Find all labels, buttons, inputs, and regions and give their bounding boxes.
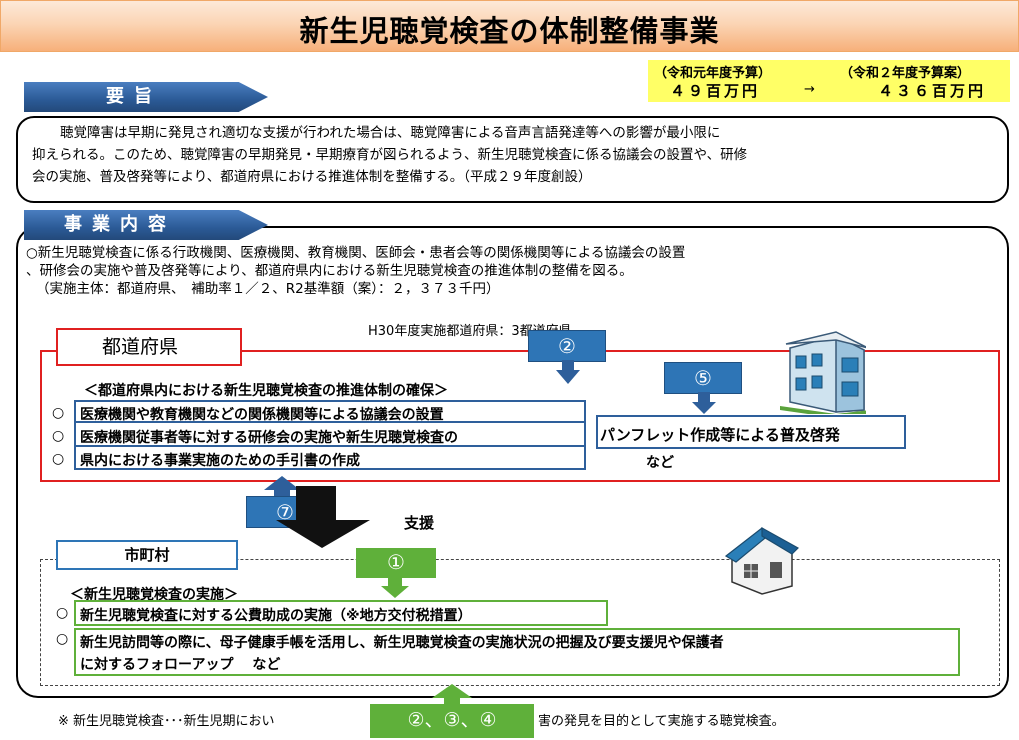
divider: [74, 421, 586, 423]
footnote-right: 害の発見を目的として実施する聴覚検査。: [538, 714, 785, 729]
budget-arrow: →: [804, 82, 815, 97]
summary-line-1: 聴覚障害は早期に発見され適切な支援が行われた場合は、聴覚障害による音声言語発達等…: [60, 125, 721, 141]
arrow-down-icon: [692, 392, 716, 414]
title-banner: [0, 0, 1019, 52]
support-arrow-icon: [276, 486, 370, 548]
arrow-down-icon: [381, 577, 409, 598]
prefecture-box: [40, 350, 1000, 482]
municipality-item-1: 新生児聴覚検査に対する公費助成の実施（※地方交付税措置）: [80, 608, 472, 624]
prefecture-bullet: ○: [52, 451, 65, 467]
budget-box: （令和元年度予算） （令和２年度予算案） ４９百万円 → ４３６百万円: [648, 60, 1010, 102]
content-line-3: （実施主体：都道府県、 補助率１／２、R2基準額（案）：２，３７３千円）: [36, 281, 500, 297]
arrow-up-icon: [264, 476, 300, 498]
summary-text: 聴覚障害は早期に発見され適切な支援が行われた場合は、聴覚障害による音声言語発達等…: [32, 122, 992, 188]
prefecture-subheading: ＜都道府県内における新生児聴覚検査の推進体制の確保＞: [84, 383, 448, 399]
budget-next-value: ４３６百万円: [878, 82, 987, 100]
municipality-item-2: 新生児訪問等の際に、母子健康手帳を活用し、新生児聴覚検査の実施状況の把握及び要支…: [80, 635, 724, 651]
prefecture-bullet: ○: [52, 428, 65, 444]
municipality-bullet: ○: [56, 605, 69, 621]
municipality-box: [40, 559, 1000, 686]
prefecture-etc: など: [646, 455, 674, 471]
prefecture-item-1: 医療機関や教育機関などの関係機関等による協議会の設置: [80, 407, 444, 423]
content-line-2: 、研修会の実施や普及啓発等により、都道府県内における新生児聴覚検査の推進体制の整…: [26, 263, 633, 279]
prefecture-bullet: ○: [52, 405, 65, 421]
pamphlet-text: パンフレット作成等による普及啓発: [600, 426, 840, 444]
prefecture-label: 都道府県: [56, 328, 242, 366]
divider: [74, 445, 586, 447]
budget-prev-label: （令和元年度予算）: [654, 66, 772, 81]
municipality-label: 市町村: [56, 540, 238, 570]
budget-next-label: （令和２年度予算案）: [840, 66, 971, 81]
prefecture-item-2: 医療機関従事者等に対する研修会の実施や新生児聴覚検査の: [80, 430, 458, 446]
office-building-icon: [780, 331, 866, 414]
summary-line-3: 会の実施、普及啓発等により、都道府県における推進体制を整備する。（平成２９年度創…: [32, 169, 592, 185]
content-text: ○新生児聴覚検査に係る行政機関、医療機関、教育機関、医師会・患者会等の関係機関等…: [26, 244, 1006, 298]
summary-box: [16, 116, 1009, 203]
budget-prev-value: ４９百万円: [670, 82, 761, 100]
number-badge-5: ⑤: [664, 362, 742, 394]
house-icon: [724, 526, 799, 595]
footnote-left: ※ 新生児聴覚検査･･･新生児期におい: [58, 714, 275, 729]
number-badge-2: ②: [528, 330, 606, 362]
municipality-item-1-outline: [74, 600, 608, 626]
pamphlet-outline: [596, 415, 906, 449]
implemented-prefectures: H30年度実施都道府県：3都道府県: [368, 324, 572, 339]
summary-heading: 要旨: [24, 82, 268, 112]
number-badge-1: ①: [356, 548, 436, 578]
number-badge-234: ②、③、④: [370, 704, 534, 738]
support-label: 支援: [404, 514, 435, 532]
content-line-1: ○新生児聴覚検査に係る行政機関、医療機関、教育機関、医師会・患者会等の関係機関等…: [26, 245, 686, 261]
arrow-up-icon: [432, 684, 472, 706]
summary-line-2: 抑えられる。このため、聴覚障害の早期発見・早期療育が図られるよう、新生児聴覚検査…: [32, 147, 748, 163]
page-title: 新生児聴覚検査の体制整備事業: [299, 14, 720, 48]
municipality-bullet: ○: [56, 631, 69, 647]
municipality-item-2-cont: に対するフォローアップ など: [80, 657, 281, 673]
prefecture-items-outline: [74, 400, 586, 470]
arrow-down-icon: [556, 360, 580, 384]
municipality-item-2-outline: [74, 628, 960, 676]
municipality-subheading: ＜新生児聴覚検査の実施＞: [70, 587, 238, 603]
content-heading: 事業内容: [24, 210, 268, 240]
content-box: [16, 226, 1009, 698]
prefecture-item-3: 県内における事業実施のための手引書の作成: [80, 453, 360, 469]
footnote: ※ 新生児聴覚検査･･･新生児期におい: [58, 710, 275, 729]
